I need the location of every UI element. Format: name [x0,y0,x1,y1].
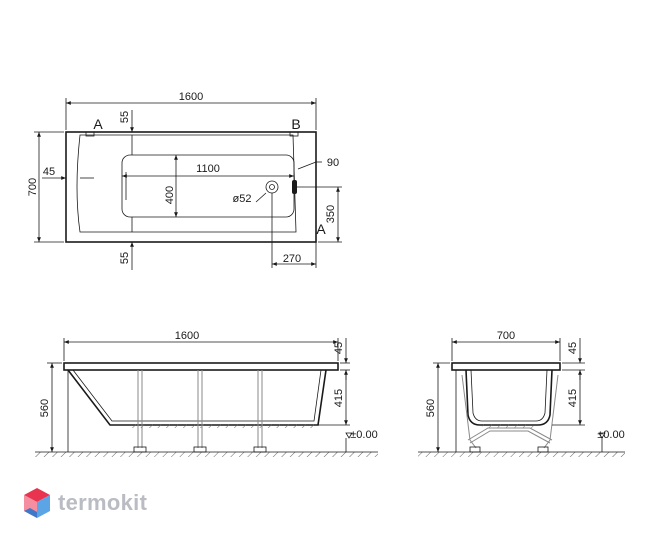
marker-b: B [291,116,300,132]
dim-side-rim: 45 [333,342,345,354]
side-view: 1600 560 45 415 ±0.00 [35,330,378,457]
tub-body-end [465,369,553,426]
drain-fitting [255,180,297,203]
tub-body-side [67,369,327,426]
top-view: 1600 700 45 55 55 1100 400 ø52 90 [27,91,342,270]
dim-rim-top: 55 [119,111,131,123]
dim-head-offset: 45 [43,166,55,178]
marker-a-top: A [93,116,103,132]
dim-drain-height: 350 [325,205,337,223]
dim-end-depth: 415 [567,389,579,407]
marker-a-side: A [316,221,326,237]
dim-top-length: 1600 [179,91,203,103]
end-view: 700 560 45 415 ±0.00 [418,330,625,457]
tub-rim-end [451,362,561,371]
dim-drain-offset: 270 [283,253,301,265]
dim-end-rim: 45 [567,342,579,354]
dim-drain-diameter: ø52 [233,193,252,205]
dim-drain-side: 90 [327,157,339,169]
dim-rim-bottom: 55 [119,252,131,264]
dim-end-height: 560 [425,399,437,417]
tub-rim-side [63,362,339,371]
brand-cube-icon [24,488,50,518]
dim-side-height: 560 [39,399,51,417]
end-floor-level: ±0.00 [597,429,624,441]
tub-inner-basin [76,134,297,233]
dim-top-width: 700 [27,178,39,196]
dim-inner-length: 1100 [196,163,220,175]
floor-hatch [35,452,378,457]
support-legs-side [133,370,267,453]
floor-hatch-end [418,452,625,457]
dim-end-width: 700 [497,330,515,342]
brand-name: termokit [58,490,148,515]
brand-logo: termokit [22,486,147,520]
dim-side-length: 1600 [175,330,199,342]
dim-inner-width: 400 [164,186,176,204]
support-legs-end [461,374,559,453]
side-floor-level: ±0.00 [350,429,377,441]
tub-outline [65,131,317,243]
dim-side-depth: 415 [333,389,345,407]
